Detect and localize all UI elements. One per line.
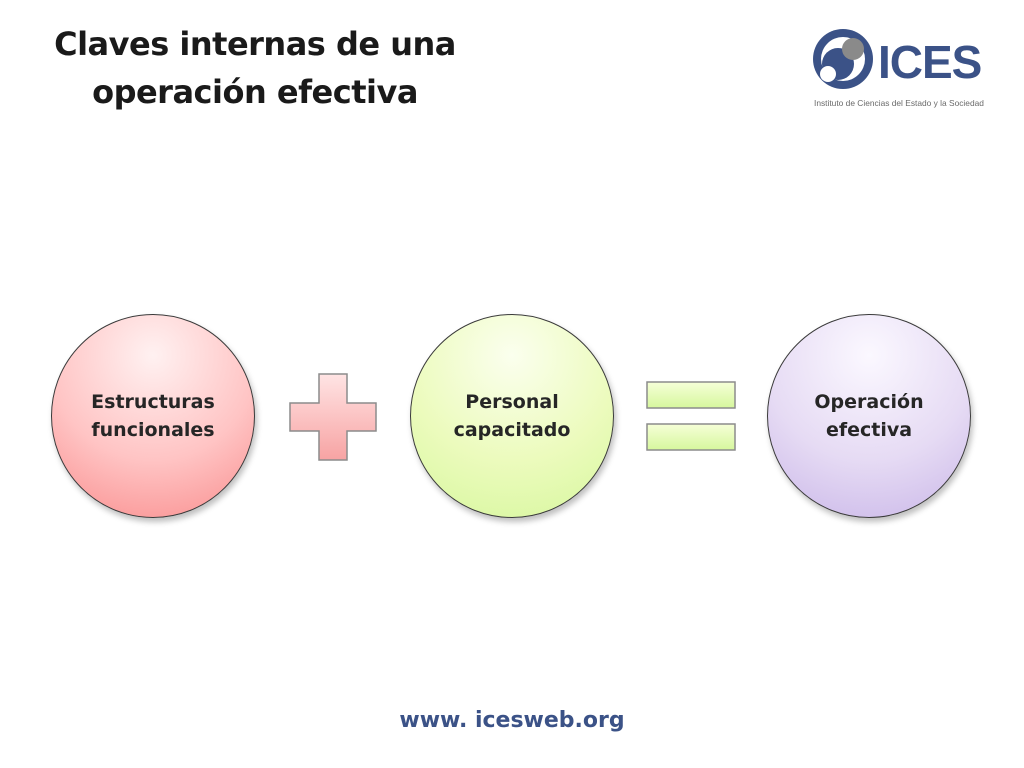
footer-website-link[interactable]: www. icesweb.org <box>399 708 625 733</box>
circle-operacion-efectiva: Operación efectiva <box>767 314 971 518</box>
slide-title: Claves internas de una operación efectiv… <box>40 20 470 116</box>
ices-logo: ICES Instituto de Ciencias del Estado y … <box>810 26 990 116</box>
slide-title-line-1: Claves internas de una <box>54 25 456 63</box>
circle-estructuras-funcionales: Estructuras funcionales <box>51 314 255 518</box>
equals-icon <box>646 381 736 451</box>
circle-label-line-1: Personal <box>465 391 559 413</box>
circle-label-line-1: Operación <box>814 391 924 413</box>
circle-label-line-2: efectiva <box>825 419 913 441</box>
circle-label-line-2: capacitado <box>453 419 571 441</box>
logo-wordmark: ICES <box>878 36 982 88</box>
plus-icon <box>289 373 377 461</box>
circle-label-line-2: funcionales <box>91 419 215 441</box>
circle-label: Estructuras funcionales <box>73 388 233 444</box>
circle-personal-capacitado: Personal capacitado <box>410 314 614 518</box>
circle-label: Personal capacitado <box>432 388 592 444</box>
logo-subtitle: Instituto de Ciencias del Estado y la So… <box>814 98 984 108</box>
slide-title-line-2: operación efectiva <box>92 73 418 111</box>
circle-label-line-1: Estructuras <box>91 391 215 413</box>
ices-circles-logo-icon <box>813 29 873 89</box>
circle-label: Operación efectiva <box>789 388 949 444</box>
